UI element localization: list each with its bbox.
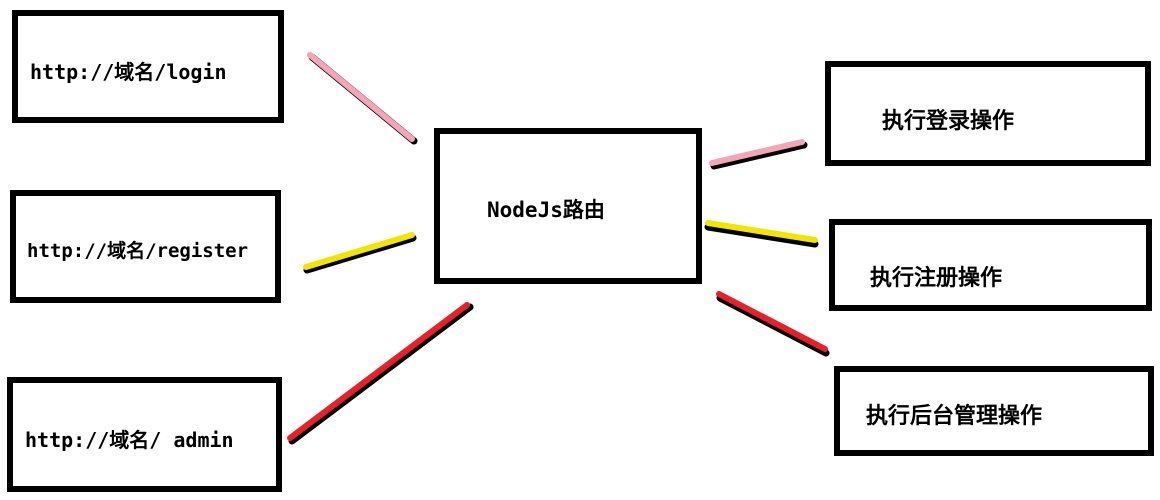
action-label-login: 执行登录操作 [882,109,1015,134]
request-label-register: http://域名/register [27,240,249,262]
request-label-login: http://域名/login [30,60,227,84]
action-box-login [825,61,1151,166]
request-box-login [12,10,284,123]
action-label-admin: 执行后台管理操作 [866,404,1043,429]
request-box-admin [7,377,282,492]
router-label: NodeJs路由 [487,198,605,222]
connector-admin-in [287,302,474,445]
request-label-admin: http://域名/ admin [25,428,234,452]
connector-login-out [709,139,808,170]
connector-register-out [704,220,819,248]
connector-admin-out [716,291,830,357]
connector-register-in [303,232,417,274]
request-box-register [10,190,281,303]
connector-login-in [307,52,418,145]
action-box-admin [834,366,1154,456]
router-box [434,128,702,284]
action-label-register: 执行注册操作 [870,266,1003,291]
action-box-register [829,219,1152,311]
